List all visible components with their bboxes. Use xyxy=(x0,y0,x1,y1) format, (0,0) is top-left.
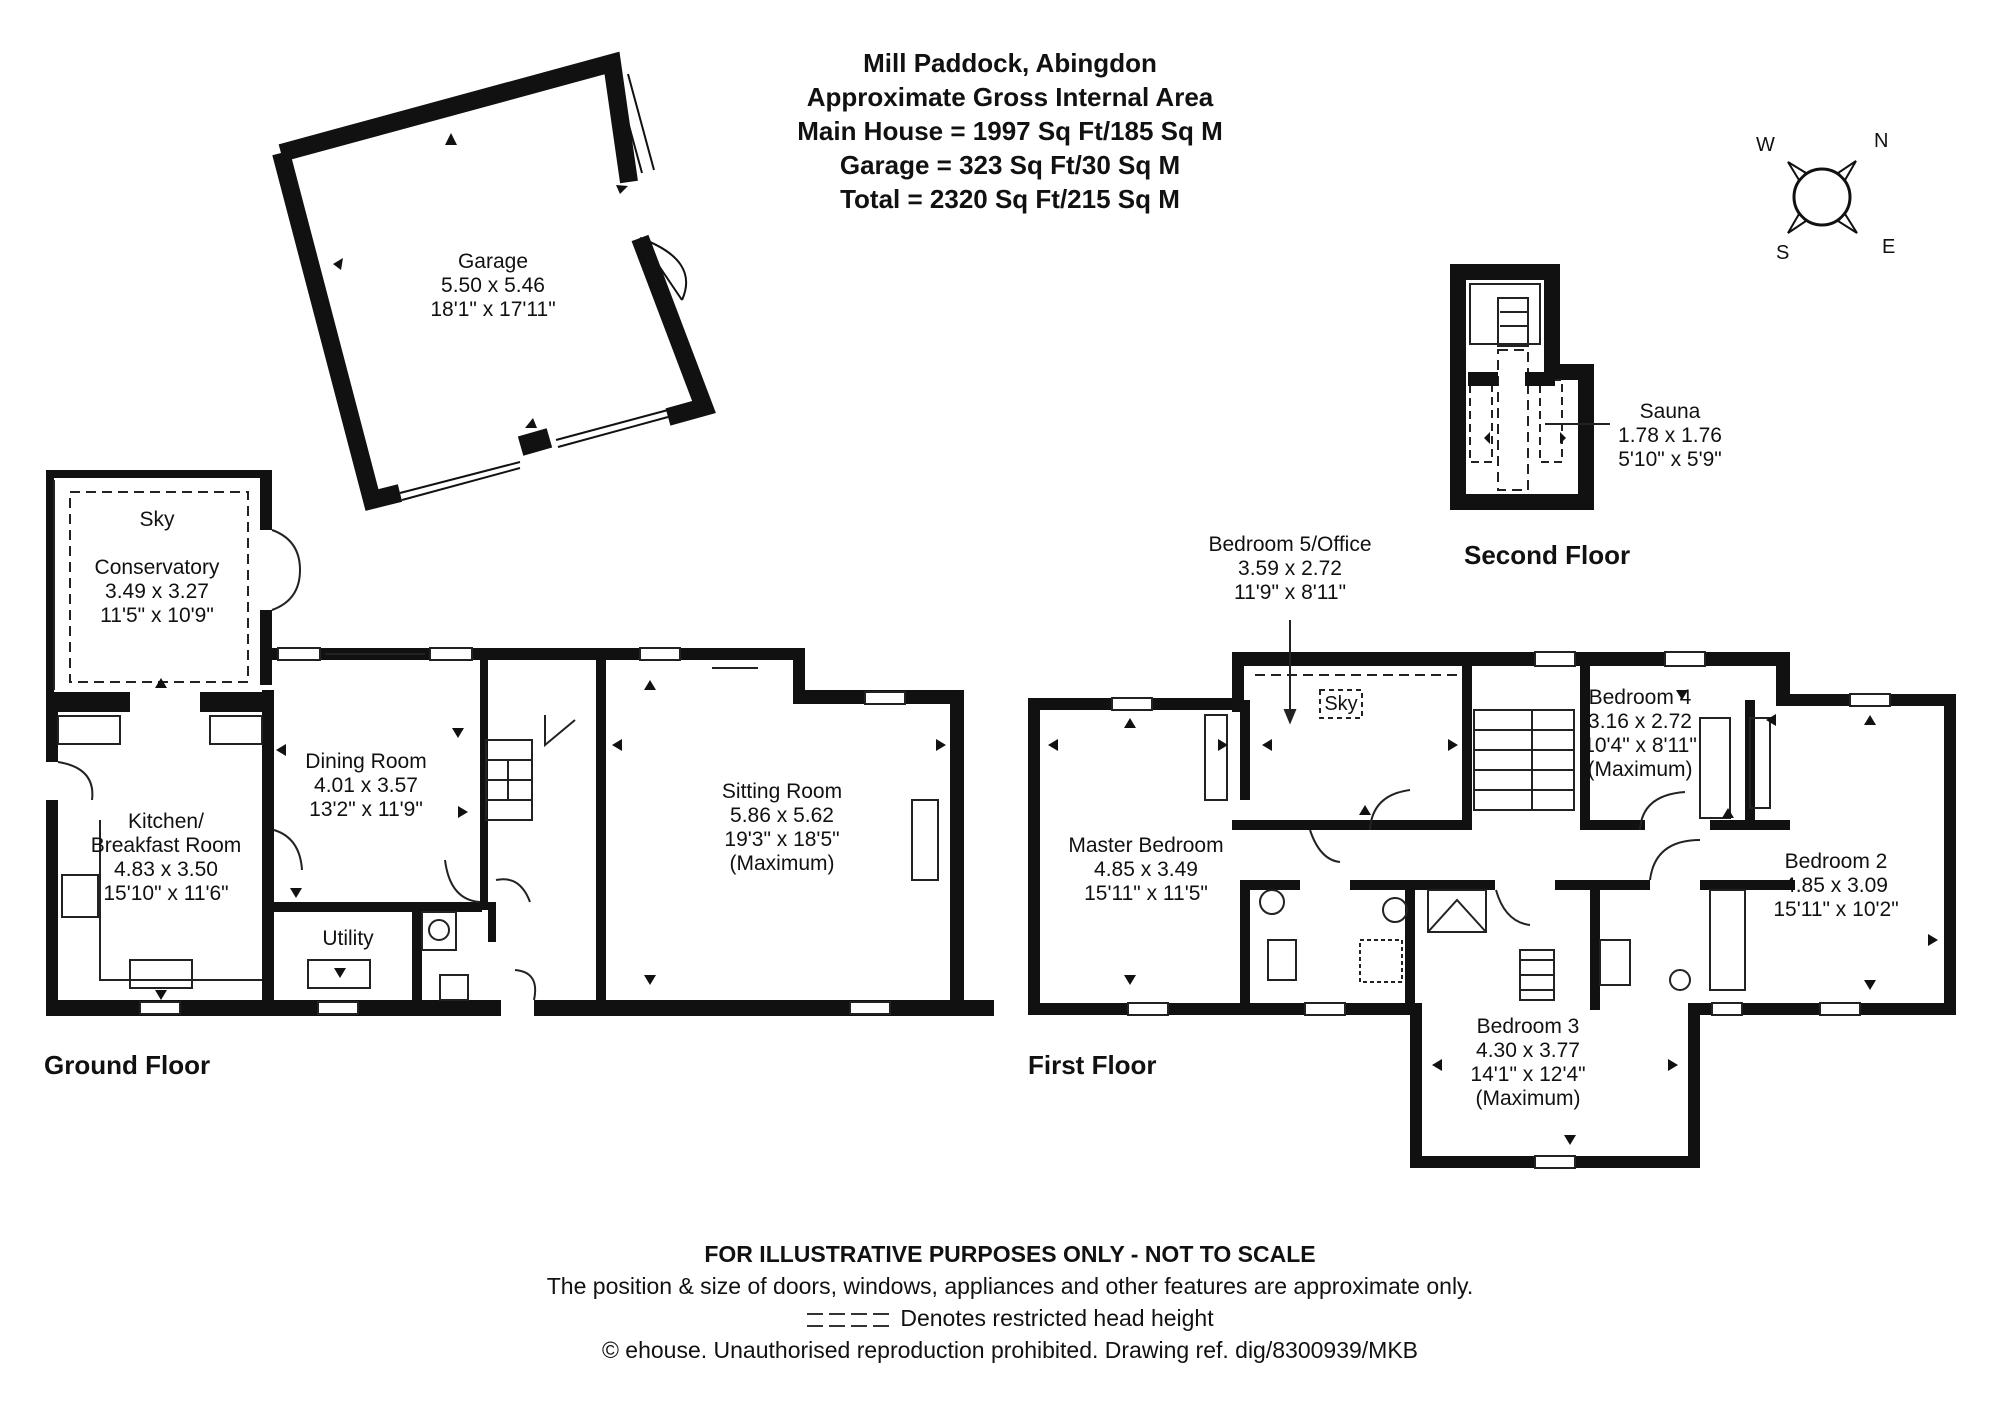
first-floor-label: First Floor xyxy=(1028,1050,1157,1080)
sky-label: Sky xyxy=(139,508,175,531)
area-summary-header: Mill Paddock, Abingdon Approximate Gross… xyxy=(797,46,1223,216)
room-note: (Maximum) xyxy=(1587,758,1693,781)
room-name: Sitting Room xyxy=(721,780,843,803)
room-name: Bedroom 5/Office xyxy=(1208,533,1372,556)
disclaimer-footer: FOR ILLUSTRATIVE PURPOSES ONLY - NOT TO … xyxy=(547,1238,1473,1366)
first-floor-arrows xyxy=(1048,690,1938,1145)
second-floor-walls xyxy=(1450,264,1610,510)
garage-outline xyxy=(272,51,716,511)
room-imperial: 11'5" x 10'9" xyxy=(100,604,214,627)
room-metric: 3.59 x 2.72 xyxy=(1238,557,1342,580)
compass-east-label: E xyxy=(1882,236,1896,258)
room-bedroom-5: Bedroom 5/Office 3.59 x 2.72 11'9" x 8'1… xyxy=(1208,533,1371,605)
copyright-text: © ehouse. Unauthorised reproduction proh… xyxy=(601,1337,1419,1363)
room-metric: 4.83 x 3.50 xyxy=(114,858,218,881)
room-metric: 4.01 x 3.57 xyxy=(314,774,418,797)
compass-west-label: W xyxy=(1756,134,1775,156)
area-heading: Approximate Gross Internal Area xyxy=(806,82,1214,112)
legend-row: Denotes restricted head height xyxy=(547,1302,1473,1334)
ground-floor-arrows xyxy=(155,678,946,1000)
room-master-bedroom: Master Bedroom 4.85 x 3.49 15'11" x 11'5… xyxy=(1068,834,1223,906)
room-name: Conservatory xyxy=(94,556,220,579)
main-house-area: Main House = 1997 Sq Ft/185 Sq M xyxy=(797,116,1223,146)
room-imperial: 13'2" x 11'9" xyxy=(309,798,423,821)
restricted-height-legend-icon xyxy=(806,1313,895,1327)
first-floor-details xyxy=(1111,620,1891,1169)
ground-floor-details xyxy=(53,480,939,1015)
garage-area: Garage = 323 Sq Ft/30 Sq M xyxy=(839,150,1181,180)
room-note: (Maximum) xyxy=(1475,1087,1581,1110)
bedroom-5-sky-label: Sky xyxy=(1324,693,1358,715)
room-conservatory: Sky Conservatory 3.49 x 3.27 11'5" x 10'… xyxy=(95,508,220,628)
room-metric: 4.85 x 3.49 xyxy=(1094,858,1198,881)
room-garage: Garage 5.50 x 5.46 18'1" x 17'11" xyxy=(430,250,555,322)
room-imperial: 5'10" x 5'9" xyxy=(1618,448,1722,471)
room-imperial: 14'1" x 12'4" xyxy=(1470,1063,1586,1086)
room-name: Sauna xyxy=(1639,400,1701,423)
room-dining: Dining Room 4.01 x 3.57 13'2" x 11'9" xyxy=(305,750,426,822)
room-name: Dining Room xyxy=(305,750,427,773)
room-name: Kitchen/ xyxy=(128,810,204,833)
second-floor-label: Second Floor xyxy=(1464,540,1631,570)
room-name: Bedroom 4 xyxy=(1588,686,1692,709)
room-kitchen: Kitchen/ Breakfast Room 4.83 x 3.50 15'1… xyxy=(91,810,242,906)
room-bedroom-2: Bedroom 2 4.85 x 3.09 15'11" x 10'2" xyxy=(1773,850,1898,922)
room-imperial: 15'11" x 10'2" xyxy=(1773,898,1899,921)
property-title: Mill Paddock, Abingdon xyxy=(863,48,1157,78)
room-bedroom-4: Bedroom 4 3.16 x 2.72 10'4" x 8'11" (Max… xyxy=(1583,686,1697,782)
room-imperial: 19'3" x 18'5" xyxy=(724,828,840,851)
disclaimer-title: FOR ILLUSTRATIVE PURPOSES ONLY - NOT TO … xyxy=(704,1241,1316,1267)
first-floor-walls xyxy=(1028,652,1956,1168)
room-name: Bedroom 3 xyxy=(1476,1015,1580,1038)
room-name: Master Bedroom xyxy=(1068,834,1224,857)
room-name: Garage xyxy=(457,250,529,273)
room-metric: 4.30 x 3.77 xyxy=(1476,1039,1580,1062)
room-name: Utility xyxy=(322,927,374,950)
total-area: Total = 2320 Sq Ft/215 Sq M xyxy=(840,184,1180,214)
legend-text: Denotes restricted head height xyxy=(900,1305,1214,1331)
room-sauna: Sauna 1.78 x 1.76 5'10" x 5'9" xyxy=(1618,400,1722,472)
room-metric: 3.49 x 3.27 xyxy=(105,580,209,603)
room-metric: 4.85 x 3.09 xyxy=(1784,874,1888,897)
compass-rose xyxy=(1787,160,1858,234)
room-metric: 5.86 x 5.62 xyxy=(730,804,834,827)
room-imperial: 15'10" x 11'6" xyxy=(103,882,229,905)
room-bedroom-3: Bedroom 3 4.30 x 3.77 14'1" x 12'4" (Max… xyxy=(1470,1015,1585,1111)
room-imperial: 15'11" x 11'5" xyxy=(1084,882,1208,905)
room-name: Bedroom 2 xyxy=(1784,850,1888,873)
room-metric: 5.50 x 5.46 xyxy=(441,274,545,297)
room-imperial: 18'1" x 17'11" xyxy=(430,298,556,321)
room-metric: 1.78 x 1.76 xyxy=(1618,424,1722,447)
disclaimer-note: The position & size of doors, windows, a… xyxy=(546,1273,1474,1299)
room-note: (Maximum) xyxy=(729,852,835,875)
room-name-2: Breakfast Room xyxy=(90,834,242,857)
room-sitting: Sitting Room 5.86 x 5.62 19'3" x 18'5" (… xyxy=(722,780,842,876)
compass-south-label: S xyxy=(1776,242,1790,264)
room-utility: Utility xyxy=(322,927,373,951)
room-imperial: 11'9" x 8'11" xyxy=(1233,581,1347,604)
room-metric: 3.16 x 2.72 xyxy=(1588,710,1692,733)
room-imperial: 10'4" x 8'11" xyxy=(1583,734,1697,757)
ground-floor-label: Ground Floor xyxy=(44,1050,211,1080)
compass-north-label: N xyxy=(1874,130,1889,152)
